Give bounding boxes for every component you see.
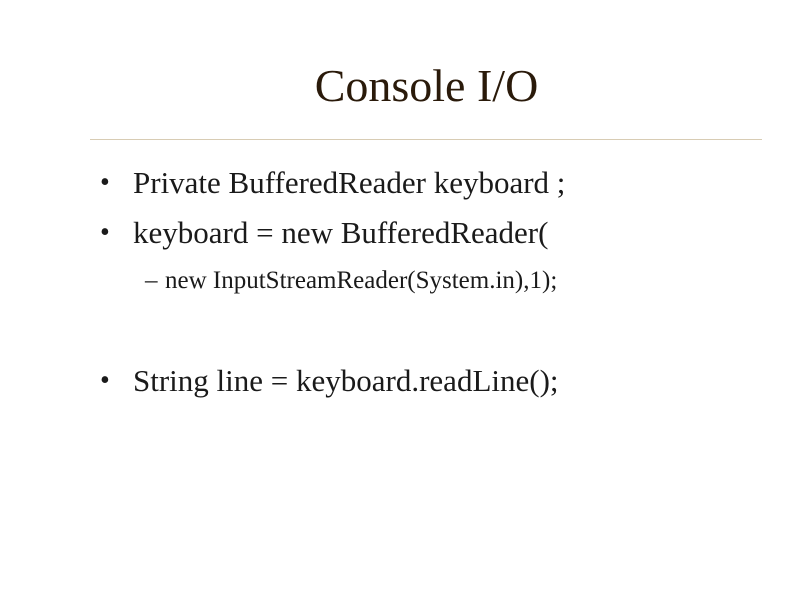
bullet-marker: • <box>100 365 110 396</box>
bullet-marker: • <box>100 167 110 198</box>
sub-bullet-item: –new InputStreamReader(System.in),1); <box>145 266 557 296</box>
sub-bullet-marker: – <box>145 267 158 294</box>
title-divider <box>90 139 762 140</box>
slide-title: Console I/O <box>314 60 539 111</box>
bullet-text: keyboard = new BufferedReader( <box>133 215 549 250</box>
bullet-text: Private BufferedReader keyboard ; <box>133 165 566 200</box>
bullet-text: String line = keyboard.readLine(); <box>133 363 559 398</box>
sub-bullet-text: new InputStreamReader(System.in),1); <box>165 267 558 294</box>
bullet-marker: • <box>100 217 110 248</box>
